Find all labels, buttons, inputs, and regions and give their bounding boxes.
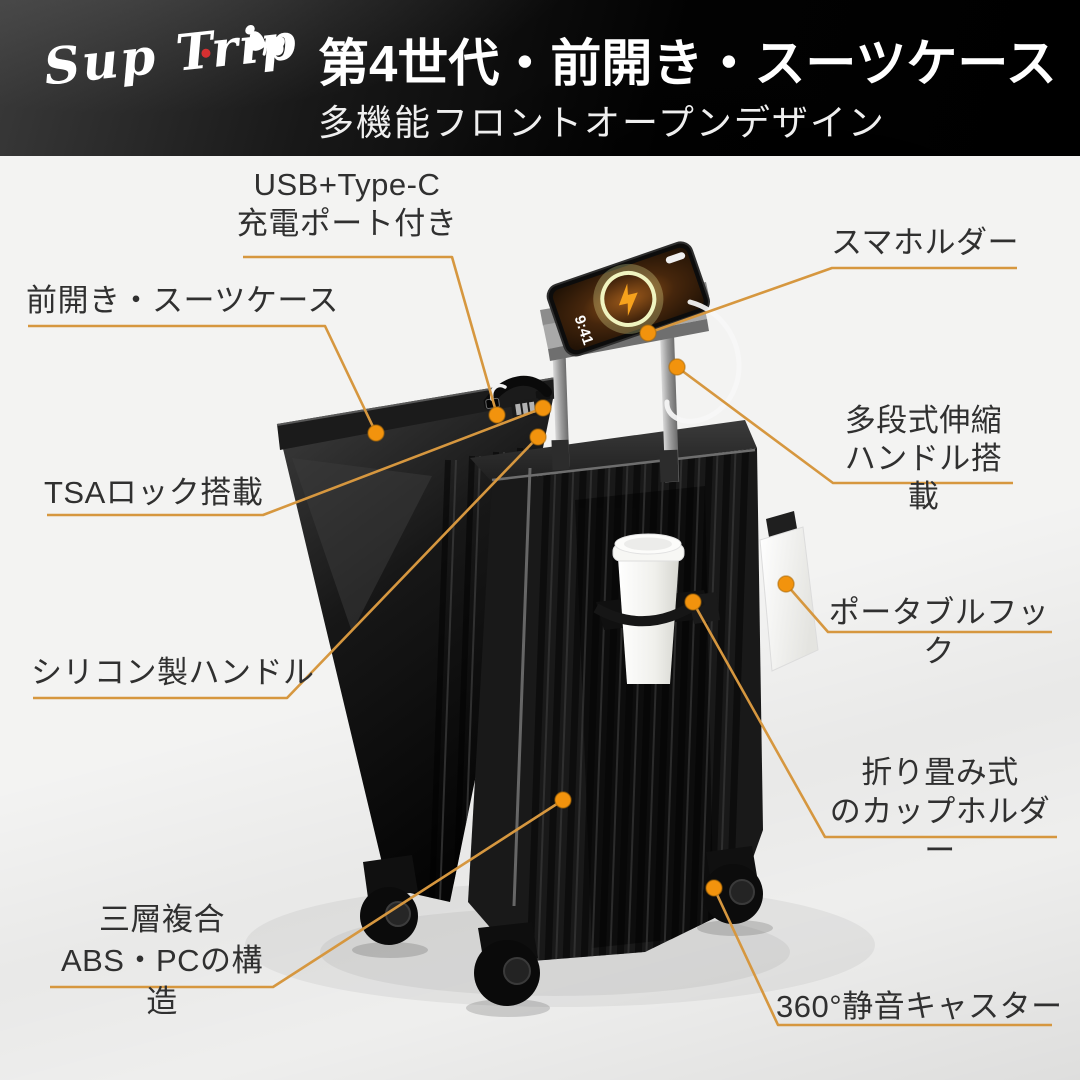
- wheel-left: [352, 855, 428, 958]
- callout-text: 三層複合: [99, 902, 225, 937]
- callout-dot-silicone-handle: [529, 428, 547, 446]
- callout-text: 折り畳み式: [861, 755, 1019, 790]
- callout-label-silicone-handle: シリコン製ハンドル: [31, 653, 315, 692]
- callout-text: ABS・PCの構造: [60, 943, 264, 1019]
- callout-label-usb-port: USB+Type-C 充電ポート付き: [232, 165, 462, 243]
- phone-notch: [665, 252, 686, 264]
- callout-line-phone-holder: [647, 266, 1017, 335]
- page-title: 第4世代・前開き・スーツケース: [318, 35, 1057, 92]
- callout-label-phone-holder: スマホルダー: [830, 223, 1020, 262]
- body-frame-edge: [512, 467, 532, 907]
- callout-line-telescopic-handle: [676, 365, 1013, 485]
- body-top-rim: [491, 448, 756, 482]
- callout-line-portable-hook: [785, 583, 1052, 634]
- callout-line-front-open: [28, 324, 378, 434]
- callout-label-shell-material: 三層複合 ABS・PCの構造: [50, 899, 274, 1022]
- body-top-face: [470, 420, 757, 482]
- callout-dot-shell-material: [554, 791, 572, 809]
- callout-text: 360°静音キャスター: [776, 989, 1063, 1024]
- page-subtitle: 多機能フロントオープンデザイン: [318, 102, 886, 143]
- callout-line-cup-holder: [691, 601, 1057, 839]
- butterfly-icon: [247, 31, 285, 56]
- callout-text: 前開き・スーツケース: [26, 283, 339, 318]
- header-sheen: [0, 0, 1080, 156]
- callout-text: USB+Type-C: [253, 167, 441, 202]
- callout-label-cup-holder: 折り畳み式 のカップホルダー: [822, 753, 1058, 870]
- callout-dot-tsa-lock: [534, 399, 552, 417]
- callout-dot-usb-port: [488, 406, 506, 424]
- callout-line-silicone-handle: [33, 436, 539, 700]
- callout-line-tsa-lock: [47, 406, 544, 517]
- callout-label-portable-hook: ポータブルフック: [826, 593, 1052, 671]
- callout-dot-telescopic-handle: [668, 358, 686, 376]
- callout-lines: [28, 255, 1057, 1027]
- callout-dot-portable-hook: [777, 575, 795, 593]
- callout-text: TSAロック搭載: [44, 475, 264, 510]
- callout-dot-cup-holder: [684, 593, 702, 611]
- callout-text: 充電ポート付き: [236, 206, 458, 242]
- callout-dot-casters: [705, 879, 723, 897]
- callout-text: シリコン製ハンドル: [31, 655, 315, 690]
- lightning-bolt-icon: [618, 283, 638, 317]
- callout-dot-phone-holder: [639, 324, 657, 342]
- callout-line-shell-material: [50, 798, 564, 989]
- wheel-front: [466, 922, 550, 1017]
- callout-text: のカップホルダー: [829, 794, 1051, 868]
- brand-logo: Sup Trip: [41, 11, 311, 148]
- callout-line-usb-port: [243, 255, 499, 416]
- portable-hook: [759, 511, 819, 672]
- callout-label-front-open: 前開き・スーツケース: [26, 281, 339, 320]
- smartphone: 9:41: [546, 241, 710, 357]
- callout-dot-front-open: [367, 424, 385, 442]
- callout-text: ハンドル搭載: [844, 441, 1003, 514]
- callout-label-telescopic-handle: 多段式伸縮 ハンドル搭載: [833, 402, 1014, 516]
- charging-cable: [664, 299, 742, 424]
- callout-label-tsa-lock: TSAロック搭載: [44, 473, 274, 512]
- callout-text: 多段式伸縮: [844, 403, 1003, 438]
- callout-label-casters: 360°静音キャスター: [776, 987, 1066, 1026]
- wheel-right: [697, 846, 773, 936]
- header-banner: Sup Trip 第4世代・前開き・スーツケース 多機能フロントオープンデザイン: [0, 0, 1080, 156]
- callout-dots: [367, 324, 795, 897]
- callout-line-casters: [712, 887, 1052, 1027]
- caster-wheels: [352, 846, 773, 1017]
- charging-ring: [600, 270, 657, 327]
- callout-text: スマホルダー: [830, 225, 1020, 260]
- callout-text: ポータブルフック: [828, 595, 1050, 670]
